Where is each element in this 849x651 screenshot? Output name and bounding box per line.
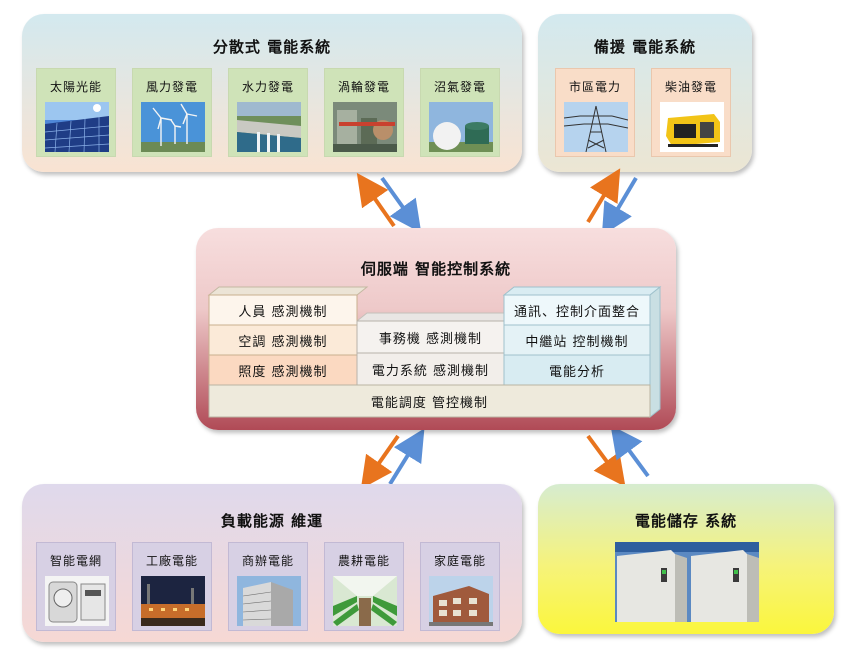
card-label: 智能電網 [49, 554, 102, 568]
server-control-panel: 伺服端 智能控制系統 人員 感測機制 空調 感測機制 照度 感測機制 事務機 感… [196, 228, 676, 430]
load-energy-panel: 負載能源 維運 智能電網 工廠電能 商辦電能 農耕電能 [22, 484, 522, 642]
card-label: 太陽光能 [49, 80, 102, 94]
arrow-down-load [360, 434, 400, 490]
card-home: 家庭電能 [420, 542, 500, 631]
smart-meter-icon [45, 576, 109, 626]
sensor-hvac: 空調 感測機制 [238, 334, 328, 350]
card-farming: 農耕電能 [324, 542, 404, 631]
arrow-up-storage [610, 425, 650, 478]
diesel-generator-icon [660, 102, 724, 152]
card-label: 工廠電能 [145, 554, 198, 568]
office-building-icon [237, 576, 301, 626]
control-block-shape [207, 285, 662, 419]
distributed-energy-panel: 分散式 電能系統 太陽光能 風力發電 水力發電 [22, 14, 522, 172]
card-label: 家庭電能 [433, 554, 486, 568]
energy-storage-title: 電能儲存 系統 [634, 512, 738, 530]
arrow-up-distributed [356, 172, 396, 228]
comm-interface-integration: 通訊、控制介面整合 [513, 304, 640, 320]
card-city-power: 市區電力 [555, 68, 635, 157]
energy-analysis: 電能分析 [548, 364, 605, 380]
greenhouse-icon [333, 576, 397, 626]
distributed-energy-title: 分散式 電能系統 [212, 38, 332, 56]
house-icon [429, 576, 493, 626]
backup-energy-title: 備援 電能系統 [593, 38, 697, 56]
arrow-up-backup [586, 168, 621, 224]
load-energy-title: 負載能源 維運 [220, 512, 324, 530]
arrow-down-distributed [380, 176, 422, 234]
card-hydro: 水力發電 [228, 68, 308, 157]
battery-cabinet-icon [615, 542, 759, 622]
hydro-dam-icon [237, 102, 301, 152]
sensor-people: 人員 感測機制 [238, 304, 328, 320]
arrow-down-storage [586, 434, 626, 487]
server-control-title: 伺服端 智能控制系統 [360, 260, 512, 278]
sensor-lighting: 照度 感測機制 [238, 364, 328, 380]
biogas-tank-icon [429, 102, 493, 152]
solar-panel-icon [45, 102, 109, 152]
relay-station-control: 中繼站 控制機制 [525, 334, 629, 350]
card-label: 農耕電能 [337, 554, 390, 568]
card-factory: 工廠電能 [132, 542, 212, 631]
card-label: 柴油發電 [664, 80, 717, 94]
wind-turbine-icon [141, 102, 205, 152]
card-diesel: 柴油發電 [651, 68, 731, 157]
energy-dispatch-control: 電能調度 管控機制 [370, 395, 489, 411]
energy-storage-panel: 電能儲存 系統 [538, 484, 834, 634]
card-turbine: 渦輪發電 [324, 68, 404, 157]
transmission-tower-icon [564, 102, 628, 152]
card-label: 渦輪發電 [337, 80, 390, 94]
card-office: 商辦電能 [228, 542, 308, 631]
card-smart-grid: 智能電網 [36, 542, 116, 631]
card-biogas: 沼氣發電 [420, 68, 500, 157]
card-wind: 風力發電 [132, 68, 212, 157]
arrow-down-backup [601, 176, 638, 236]
card-label: 市區電力 [568, 80, 621, 94]
turbine-plant-icon [333, 102, 397, 152]
card-label: 水力發電 [241, 80, 294, 94]
card-label: 風力發電 [145, 80, 198, 94]
card-label: 商辦電能 [241, 554, 294, 568]
factory-icon [141, 576, 205, 626]
sensor-power-system: 電力系統 感測機制 [371, 363, 490, 379]
sensor-office-machine: 事務機 感測機制 [378, 331, 483, 347]
card-label: 沼氣發電 [433, 80, 486, 94]
arrow-up-load [388, 428, 425, 486]
backup-energy-panel: 備援 電能系統 市區電力 柴油發電 [538, 14, 752, 172]
card-solar: 太陽光能 [36, 68, 116, 157]
